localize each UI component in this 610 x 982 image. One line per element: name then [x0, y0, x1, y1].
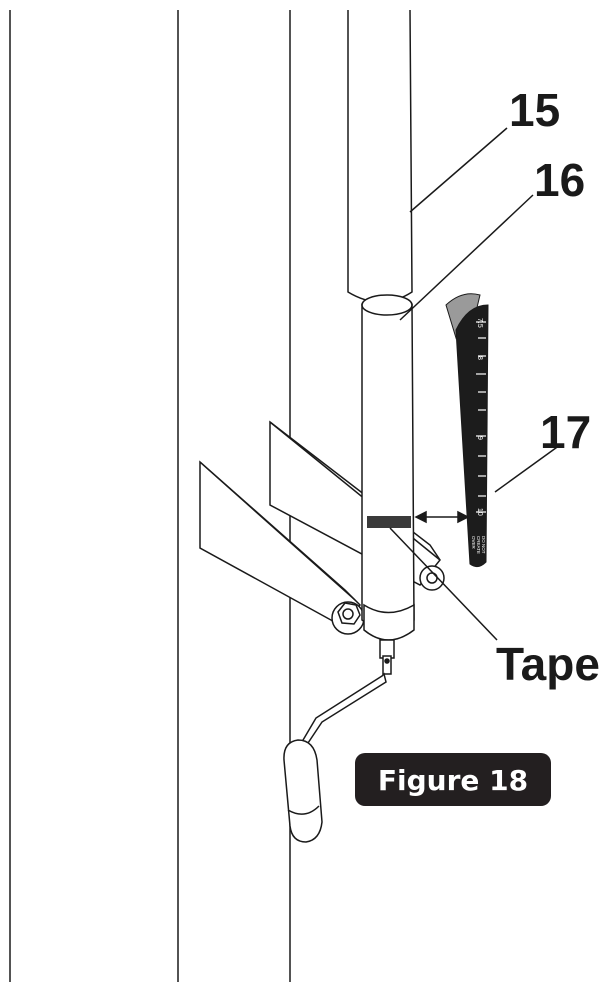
pivot-bolt-left [331, 601, 365, 635]
figure-badge: Figure 18 [355, 753, 551, 806]
scale-ticks [476, 321, 486, 513]
leader-16 [399, 194, 534, 321]
scale-number-10: 10 [476, 508, 483, 516]
figure-badge-background [355, 753, 551, 806]
leader-17 [494, 444, 561, 493]
leader-15 [409, 127, 508, 213]
measuring-scale: 7.5 8 9 10 DO NOT CREATE OVER [445, 293, 489, 568]
scale-number-9: 9 [476, 436, 483, 440]
scale-note-line-1: DO NOT [481, 536, 486, 554]
scale-note-line-2: CREATE [476, 536, 481, 554]
callout-17: 17 [540, 406, 591, 458]
inner-tube [361, 294, 415, 631]
measurement-arrow [414, 510, 470, 524]
crank-handle [283, 672, 387, 843]
leader-tape [389, 527, 498, 641]
scale-number-8: 8 [476, 356, 483, 360]
scale-number-7-5: 7.5 [476, 318, 483, 328]
tube-collar [363, 603, 415, 675]
callout-tape: Tape [496, 638, 600, 690]
figure-label: Figure 18 [378, 764, 528, 797]
tape-strip [367, 516, 411, 528]
callout-16: 16 [534, 154, 585, 206]
scale-note-line-3: OVER [471, 536, 476, 550]
leader-lines [389, 127, 561, 641]
scale-body [455, 304, 489, 568]
outer-tube [347, 9, 413, 303]
callout-15: 15 [509, 84, 560, 136]
pivot-bolt-right [419, 565, 445, 591]
